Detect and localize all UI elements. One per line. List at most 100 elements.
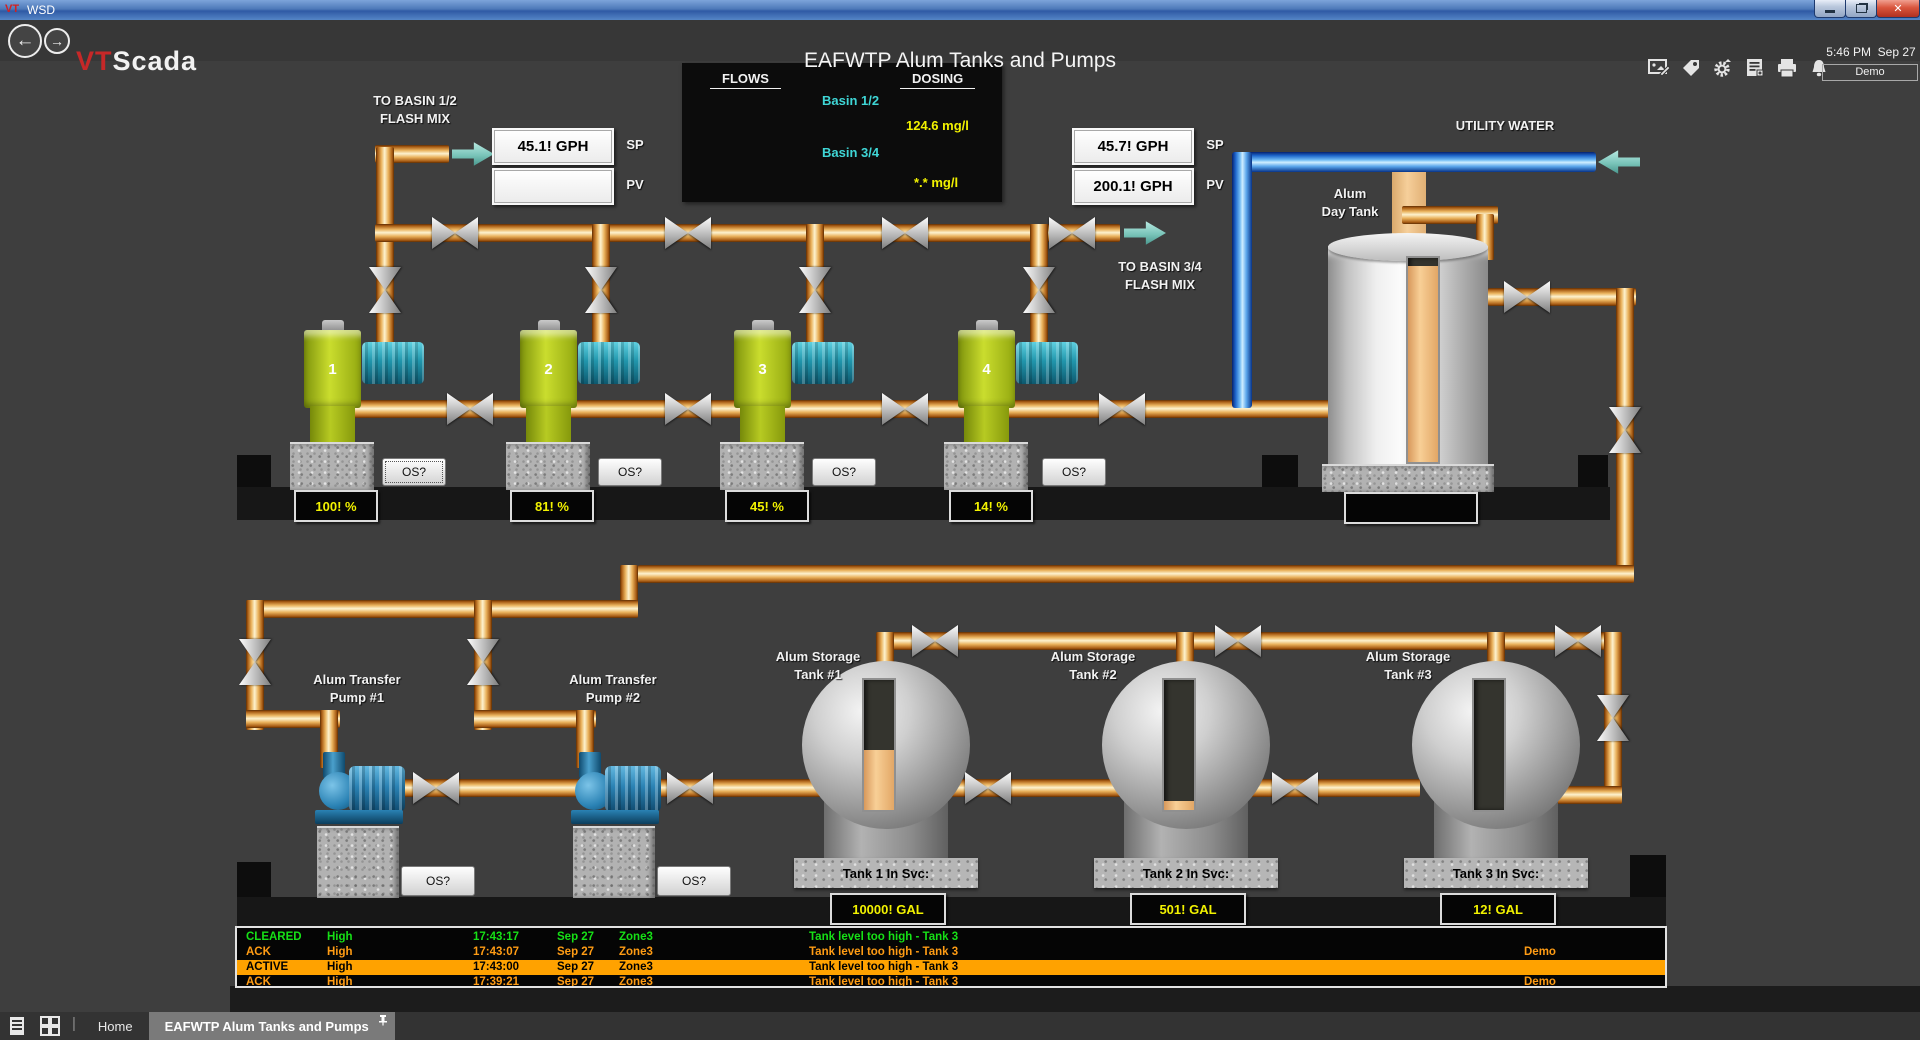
valve-icon [912,625,958,657]
transfer-pump2-os-button[interactable]: OS? [657,866,731,896]
utility-water-label: UTILITY WATER [1455,118,1555,133]
vtscada-logo: VTScada [76,46,198,76]
screen-edit-icon[interactable] [1648,58,1670,78]
forward-button[interactable]: → [44,28,70,54]
tank1-level-gauge [862,678,896,812]
pump3-speed-value[interactable]: 45! % [725,490,809,522]
valve-icon [1099,393,1145,425]
clock: 5:46 PM Sep 27 [1824,45,1918,59]
pump3-os-button[interactable]: OS? [812,458,876,486]
pump-top-nub [976,320,998,332]
print-icon[interactable] [1776,58,1798,78]
page-grid-icon[interactable] [40,1016,60,1036]
minimize-button[interactable] [1814,0,1846,18]
valve-icon [665,393,711,425]
valve-icon [965,772,1011,804]
clock-time: 5:46 PM [1826,45,1871,59]
pump1-os-button[interactable]: OS? [382,458,446,486]
valve-icon [799,267,831,313]
taskbar: | Home EAFWTP Alum Tanks and Pumps [0,1012,1920,1040]
pump-top-nub [538,320,560,332]
valve-icon [667,772,713,804]
tank2-in-service-plate[interactable]: Tank 2 In Svc: [1094,858,1278,888]
valve-icon [413,772,459,804]
pump2-speed-value[interactable]: 81! % [510,490,594,522]
basin12-pv-field[interactable] [492,168,614,205]
metering-pump-3[interactable]: 3 [734,330,791,408]
tank2-volume-value[interactable]: 501! GAL [1130,893,1246,925]
window-title: WSD [27,3,55,17]
tank3-volume-value[interactable]: 12! GAL [1440,893,1556,925]
restore-button[interactable] [1845,0,1877,18]
menu-list-icon[interactable] [8,1016,28,1036]
valve-icon [1597,695,1629,741]
page-title: EAFWTP Alum Tanks and Pumps [803,49,1117,72]
basin34-sp-field[interactable]: 45.7! GPH [1072,128,1194,165]
platform-block [237,862,271,897]
pump-suction-header-pipe [375,224,1120,242]
concrete-pedestal [573,826,655,898]
metering-pump-1[interactable]: 1 [304,330,361,408]
equipment-platform [237,897,1666,930]
pump4-speed-value[interactable]: 14! % [949,490,1033,522]
valve-icon [1049,217,1095,249]
concrete-pedestal [720,442,804,490]
pin-icon[interactable] [377,1014,389,1026]
dosing-header: DOSING [900,71,976,89]
metering-pump-4[interactable]: 4 [958,330,1015,408]
back-button[interactable]: ← [8,24,42,58]
basin34-flow-label: Basin 3/4 [822,145,880,160]
platform-block [1630,855,1666,897]
pump1-speed-value[interactable]: 100! % [294,490,378,522]
flows-header: FLOWS [710,71,781,89]
tab-home[interactable]: Home [97,1018,133,1034]
tag-icon[interactable] [1680,58,1702,78]
pump-base [571,810,659,824]
valve-icon [1215,625,1261,657]
valve-icon [1272,772,1318,804]
flow-arrow-right-icon [1124,221,1166,245]
tank1-volume-value[interactable]: 10000! GAL [830,893,946,925]
pipe [474,710,596,728]
close-button[interactable]: ✕ [1876,0,1920,18]
concrete-pedestal [506,442,590,490]
toolbar: ← → VTScada EAFWTP Alum Tanks and Pumps … [0,20,1920,81]
pump4-os-button[interactable]: OS? [1042,458,1106,486]
concrete-pedestal [944,442,1028,490]
metering-pump-2[interactable]: 2 [520,330,577,408]
tank1-in-service-plate[interactable]: Tank 1 In Svc: [794,858,978,888]
tab-eafwtp-alum-tanks-and-pumps[interactable]: EAFWTP Alum Tanks and Pumps [148,1012,395,1040]
valve-icon [665,217,711,249]
basin34-pv-field[interactable]: 200.1! GPH [1072,168,1194,205]
valve-icon [1504,281,1550,313]
pump-motor [605,766,661,812]
tank3-level-gauge [1472,678,1506,812]
window-titlebar[interactable]: VT WSD ✕ [0,0,1920,20]
basin12-sp-field[interactable]: 45.1! GPH [492,128,614,165]
alarm-backing-strip [230,986,1920,1012]
tank3-in-service-plate[interactable]: Tank 3 In Svc: [1404,858,1588,888]
gear-settings-icon[interactable] [1712,58,1734,78]
day-tank-value-field[interactable] [1344,492,1478,524]
report-icon[interactable] [1744,58,1766,78]
platform-block [1578,455,1608,487]
transfer-pump1-os-button[interactable]: OS? [401,866,475,896]
valve-icon [585,267,617,313]
demo-mode-badge[interactable]: Demo [1822,64,1918,81]
pipe [376,147,394,347]
valve-icon [882,393,928,425]
tank1-level-fill [864,750,894,810]
basin12-dosing-value: 124.6 mg/l [906,118,969,133]
pump-inlet [579,752,601,778]
pump2-os-button[interactable]: OS? [598,458,662,486]
